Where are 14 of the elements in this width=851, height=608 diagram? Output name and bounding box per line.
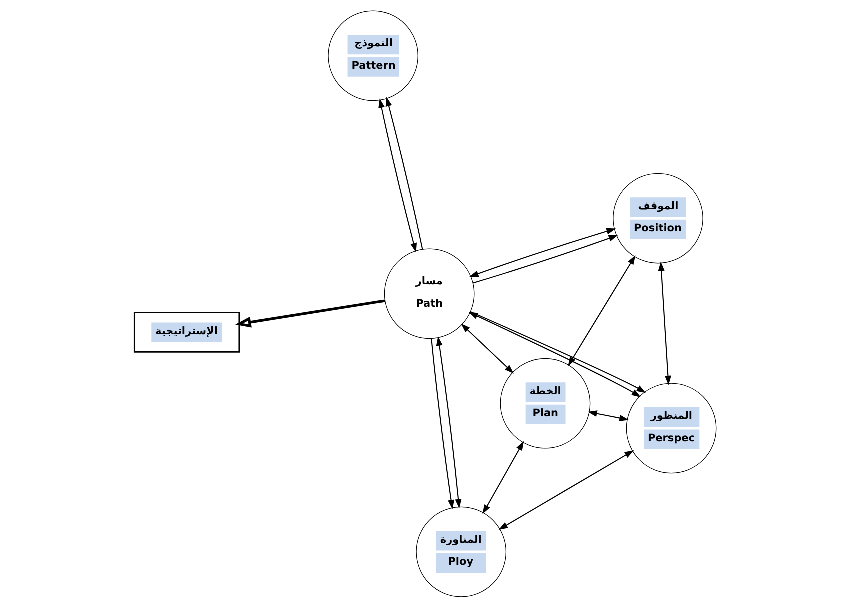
arrow — [469, 228, 616, 278]
arrow — [658, 262, 672, 386]
node-box: الإستراتيجية — [134, 312, 240, 353]
arrow — [378, 98, 418, 253]
arrow — [588, 410, 629, 422]
arrow — [568, 256, 636, 366]
arrow — [386, 97, 424, 250]
arrow — [482, 441, 524, 514]
arrow — [473, 235, 618, 284]
arrow — [461, 324, 514, 374]
arrow — [498, 450, 634, 530]
arrow — [436, 336, 462, 509]
arrow — [431, 338, 455, 510]
arrow — [236, 300, 386, 328]
